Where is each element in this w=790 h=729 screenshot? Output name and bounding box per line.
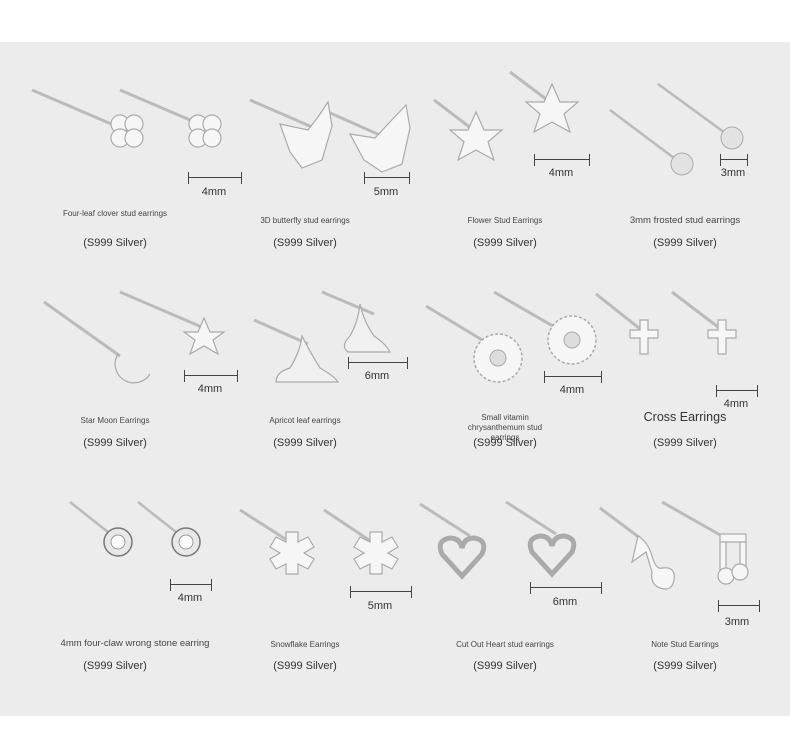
cross-icon [595,290,737,355]
gemstone-icon [69,501,201,557]
size-label: 3mm [724,616,750,628]
product-material: (S999 Silver) [653,660,717,672]
product-name: 4mm four-claw wrong stone earring [60,638,210,649]
size-label: 6mm [364,370,390,382]
product-material: (S999 Silver) [653,237,717,249]
product-material: (S999 Silver) [273,237,337,249]
size-label: 6mm [552,596,578,608]
product-material: (S999 Silver) [653,437,717,449]
product-four-claw[interactable]: 4mm 4mm four-claw wrong stone earring (S… [40,501,230,712]
product-material: (S999 Silver) [473,237,537,249]
size-label: 4mm [201,186,227,198]
product-material: (S999 Silver) [83,660,147,672]
product-name: Snowflake Earrings [270,640,340,649]
size-label: 4mm [197,383,223,395]
size-label: 4mm [548,167,574,179]
size-label: 4mm [177,592,203,604]
flower-icon [433,70,580,162]
product-chrysanthemum[interactable]: 4mm Small vitamin chrysanthemum stud ear… [410,290,602,502]
snowflake-icon [239,508,399,575]
daisy-icon [425,290,597,383]
product-cross[interactable]: 4mm Cross Earrings (S999 Silver) [590,290,780,502]
product-material: (S999 Silver) [273,437,337,449]
size-dimension [188,172,242,184]
size-dimension [364,172,410,184]
product-material: (S999 Silver) [273,660,337,672]
size-label: 5mm [373,186,399,198]
product-heart[interactable]: 6mm Cut Out Heart stud earrings (S999 Si… [419,500,610,712]
size-dimension [184,370,238,382]
product-name: Apricot leaf earrings [269,416,341,425]
product-name: Note Stud Earrings [651,640,719,649]
size-dimension [718,600,760,612]
moon-star-icon [43,290,226,384]
product-clover[interactable]: 4mm Four-leaf clover stud earrings (S999… [20,72,242,282]
product-star-moon[interactable]: 4mm Star Moon Earrings (S999 Silver) [20,290,238,502]
product-note[interactable]: 3mm Note Stud Earrings (S999 Silver) [590,500,780,712]
size-dimension [350,586,412,598]
size-label: 4mm [723,398,749,410]
size-dimension [530,582,602,594]
product-material: (S999 Silver) [473,660,537,672]
size-dimension [534,154,590,166]
product-material: (S999 Silver) [473,437,537,449]
frosted-ball-icon [609,82,744,176]
product-name: Flower Stud Earrings [467,216,543,225]
ginkgo-leaf-icon [253,290,391,383]
size-dimension [720,154,748,166]
product-name: Four-leaf clover stud earrings [62,209,168,218]
size-label: 4mm [559,384,585,396]
product-snowflake[interactable]: 5mm Snowflake Earrings (S999 Silver) [230,502,420,712]
product-name: Cut Out Heart stud earrings [456,640,554,649]
product-butterfly[interactable]: 5mm 3D butterfly stud earrings (S999 Sil… [210,72,411,282]
size-label: 3mm [720,167,746,179]
size-label: 5mm [367,600,393,612]
product-flower[interactable]: 4mm Flower Stud Earrings (S999 Silver) [410,70,600,282]
product-name: 3D butterfly stud earrings [260,216,350,225]
product-material: (S999 Silver) [83,437,147,449]
product-frosted[interactable]: 3mm 3mm frosted stud earrings (S999 Silv… [590,72,780,282]
size-dimension [544,371,602,383]
size-dimension [716,385,758,397]
product-apricot-leaf[interactable]: 6mm Apricot leaf earrings (S999 Silver) [210,290,408,502]
heart-icon [419,500,577,580]
product-material: (S999 Silver) [83,237,147,249]
product-name: 3mm frosted stud earrings [629,215,741,226]
butterfly-icon [249,98,411,173]
product-grid: 4mm Four-leaf clover stud earrings (S999… [0,42,790,716]
product-name: Small vitamin chrysanthemum stud earring… [467,413,543,442]
clover-icon [31,88,222,148]
music-note-icon [599,500,749,590]
product-name: Star Moon Earrings [80,416,150,425]
size-dimension [170,579,212,591]
size-dimension [348,357,408,369]
product-name: Cross Earrings [643,410,727,424]
